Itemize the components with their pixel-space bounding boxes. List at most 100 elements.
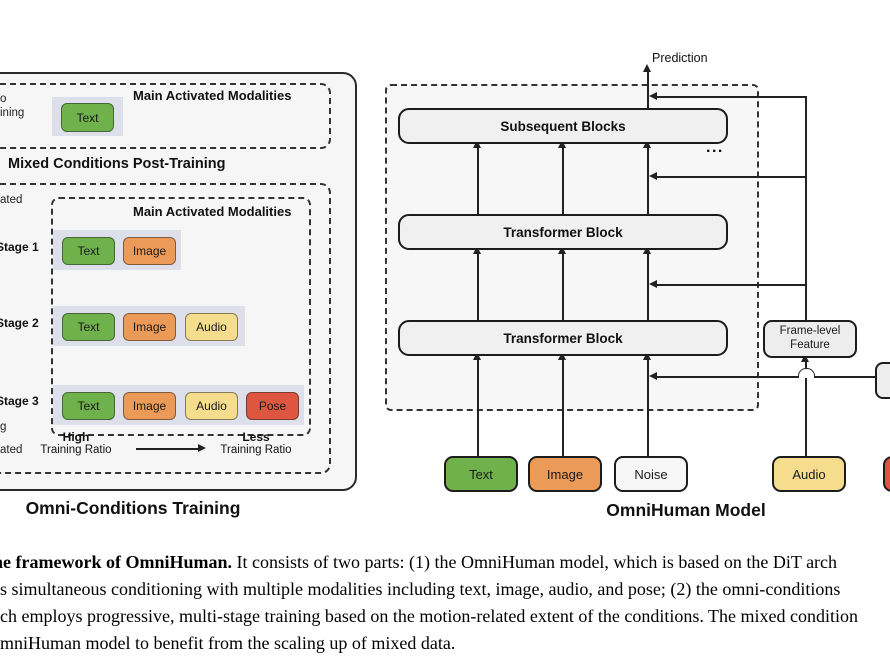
- flow-arrowhead-icon: [643, 140, 651, 148]
- modality-box-text: Text: [62, 237, 115, 265]
- stage-3-label: Stage 3: [0, 394, 39, 408]
- feature-line: [657, 376, 798, 378]
- flow-arrowhead-icon: [473, 246, 481, 254]
- line-hop: [798, 368, 815, 378]
- transformer-block-lower: Transformer Block: [398, 320, 728, 356]
- flow-arrowhead-icon: [558, 352, 566, 360]
- flow-arrowhead-icon: [558, 246, 566, 254]
- block-label: Transformer Block: [503, 224, 623, 240]
- flow-arrowhead-icon: [643, 352, 651, 360]
- input-box-audio: Audio: [772, 456, 846, 492]
- ratio-less-label: Less: [242, 430, 270, 444]
- ratio-high-label: High: [62, 430, 90, 444]
- flow-line: [562, 253, 564, 320]
- input-box-text: Text: [444, 456, 518, 492]
- ratio-arrow-line: [136, 448, 199, 450]
- feature-arrowhead-icon: [649, 92, 657, 100]
- feature-line: [657, 284, 806, 286]
- modality-box-audio: Audio: [185, 313, 238, 341]
- activated-label-fragment: ated: [0, 194, 23, 206]
- input-label: Noise: [634, 466, 668, 482]
- ratio-arrowhead-icon: [198, 444, 206, 452]
- feature-rail-line: [805, 96, 807, 320]
- audio-line: [805, 362, 807, 368]
- caption-bold-lead: he framework of OmniHuman.: [0, 552, 232, 572]
- flow-line: [647, 71, 649, 108]
- modality-box-audio: Audio: [185, 392, 238, 420]
- post-training-dashed-box: [0, 183, 331, 474]
- flow-line: [647, 147, 649, 214]
- feature-arrowhead-icon: [649, 372, 657, 380]
- modality-label: Text: [77, 399, 100, 413]
- modality-label: Image: [132, 399, 167, 413]
- caption-line: he framework of OmniHuman. It consists o…: [0, 552, 837, 573]
- pretrain-label-fragment: o: [0, 93, 7, 105]
- feature-arrowhead-icon: [649, 172, 657, 180]
- modality-label: Image: [132, 244, 167, 258]
- feature-arrowhead-icon: [649, 280, 657, 288]
- modality-label: Audio: [196, 399, 227, 413]
- modality-box-pose: Pose: [246, 392, 299, 420]
- right-panel-title: OmniHuman Model: [606, 500, 766, 520]
- input-label: Audio: [792, 466, 826, 482]
- pretrain-box-title: Main Activated Modalities: [133, 88, 292, 103]
- ratio-label-fragment: g: [0, 421, 7, 433]
- frame-level-feature-line1: Frame-level: [779, 325, 841, 338]
- flow-arrowhead-icon: [473, 352, 481, 360]
- stages-box-title: Main Activated Modalities: [133, 204, 292, 219]
- block-label: Subsequent Blocks: [500, 118, 626, 134]
- feature-line: [657, 176, 806, 178]
- modality-box-text: Text: [62, 392, 115, 420]
- modality-box-image: Image: [123, 313, 176, 341]
- frame-level-feature-box: Frame-level Feature: [763, 320, 857, 358]
- caption-line: s simultaneous conditioning with multipl…: [0, 579, 841, 599]
- flow-arrowhead-icon: [643, 246, 651, 254]
- flow-line: [562, 147, 564, 214]
- modality-label: Audio: [196, 320, 227, 334]
- left-panel-title: Omni-Conditions Training: [25, 498, 241, 518]
- post-training-header: Mixed Conditions Post-Training: [8, 156, 226, 172]
- input-box-noise: Noise: [614, 456, 688, 492]
- input-box-image: Image: [528, 456, 602, 492]
- caption-line: mniHuman model to benefit from the scali…: [0, 633, 456, 653]
- ratio-label-fragment: ated: [0, 444, 23, 456]
- stage-2-label: Stage 2: [0, 316, 39, 330]
- modality-label: Text: [76, 110, 99, 125]
- frame-level-feature-line2: Feature: [790, 339, 830, 351]
- stages-dashed-box: [51, 197, 311, 436]
- feature-line: [813, 376, 875, 378]
- audio-arrowhead-icon: [801, 354, 809, 362]
- flow-line: [562, 359, 564, 456]
- stage-1-label: Stage 1: [0, 240, 39, 254]
- modality-label: Text: [77, 320, 100, 334]
- modality-label: Image: [132, 320, 167, 334]
- prediction-arrowhead-icon: [643, 64, 651, 72]
- transformer-block-upper: Transformer Block: [398, 214, 728, 250]
- pretrain-label-fragment: ining: [0, 107, 25, 119]
- cutoff-pose-box: [883, 456, 890, 492]
- prediction-label: Prediction: [652, 51, 708, 65]
- ratio-less-sub-label: Training Ratio: [220, 444, 292, 456]
- cutoff-gray-box: [875, 362, 890, 399]
- ellipsis-label: ...: [706, 139, 724, 156]
- pretrain-dashed-box: [0, 83, 331, 149]
- flow-arrowhead-icon: [558, 140, 566, 148]
- ratio-high-sub-label: Training Ratio: [40, 444, 112, 456]
- modality-box-image: Image: [123, 237, 176, 265]
- modality-label: Pose: [258, 399, 287, 413]
- input-label: Text: [469, 466, 493, 482]
- flow-line: [477, 359, 479, 456]
- input-label: Image: [546, 466, 584, 482]
- audio-line: [805, 377, 807, 456]
- caption-text: It consists of two parts: (1) the OmniHu…: [231, 552, 838, 572]
- modality-box-text: Text: [62, 313, 115, 341]
- frame-level-feature-label: Frame-level Feature: [780, 325, 841, 353]
- modality-label: Text: [77, 244, 100, 258]
- modality-box-image: Image: [123, 392, 176, 420]
- flow-arrowhead-icon: [473, 140, 481, 148]
- flow-line: [647, 359, 649, 456]
- flow-line: [647, 253, 649, 320]
- subsequent-blocks: Subsequent Blocks: [398, 108, 728, 144]
- caption-line: ch employs progressive, multi-stage trai…: [0, 606, 858, 626]
